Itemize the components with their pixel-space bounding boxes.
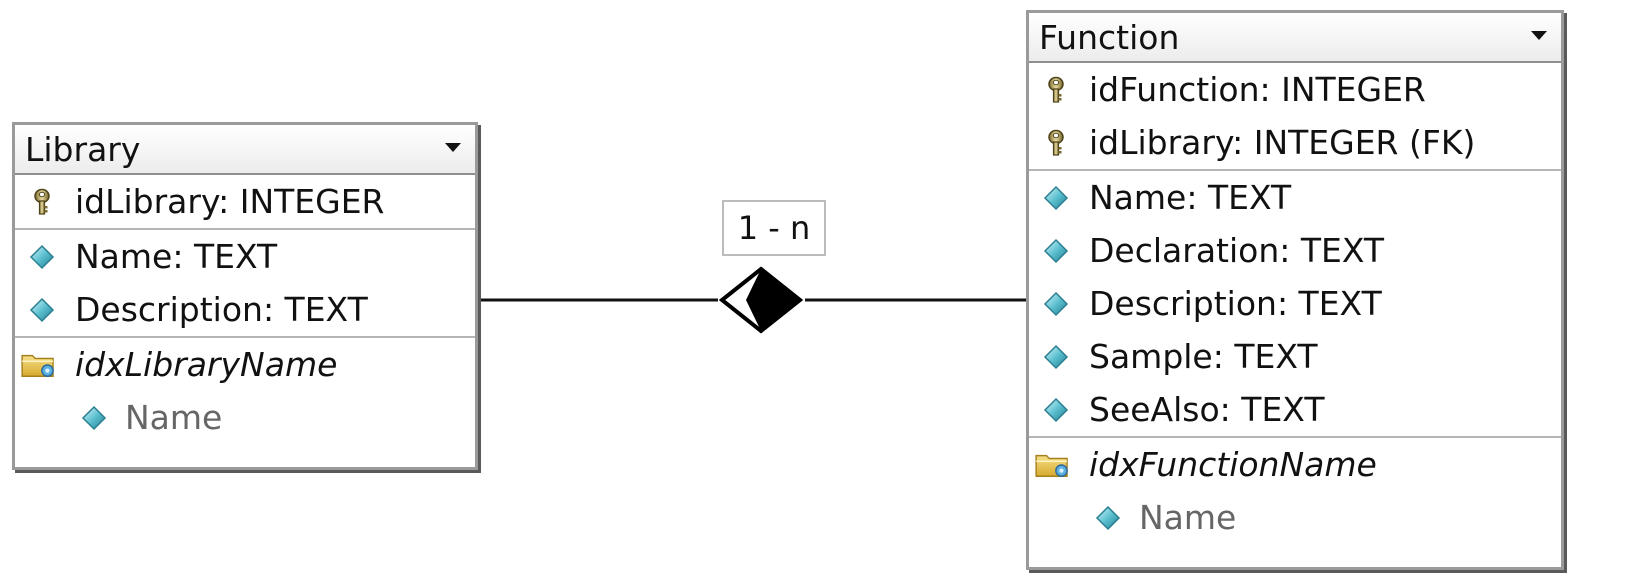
column-row-idfunction[interactable]: idFunction: INTEGER — [1029, 63, 1561, 116]
column-row-name[interactable]: Name: TEXT — [1029, 171, 1561, 224]
index-label: idxFunctionName — [1089, 445, 1377, 484]
column-label: Name: TEXT — [75, 237, 278, 276]
column-row-description[interactable]: Description: TEXT — [15, 283, 475, 336]
column-label: Declaration: TEXT — [1089, 231, 1385, 270]
column-diamond-icon — [1041, 395, 1071, 425]
column-label: idLibrary: INTEGER — [75, 182, 385, 221]
table-library-index-section: idxLibraryName Name — [15, 338, 475, 444]
column-diamond-icon — [27, 295, 57, 325]
primary-key-icon — [27, 187, 57, 217]
table-function-index-section: idxFunctionName Name — [1029, 438, 1561, 544]
primary-key-icon — [1041, 128, 1071, 158]
column-row-idlibrary-fk[interactable]: idLibrary: INTEGER (FK) — [1029, 116, 1561, 169]
column-diamond-icon — [79, 403, 109, 433]
index-column-row[interactable]: Name — [15, 391, 475, 444]
column-label: Sample: TEXT — [1089, 337, 1318, 376]
column-diamond-icon — [1093, 503, 1123, 533]
index-column-label: Name — [1139, 498, 1237, 537]
index-column-label: Name — [125, 398, 223, 437]
column-row-description[interactable]: Description: TEXT — [1029, 277, 1561, 330]
primary-key-icon — [1041, 75, 1071, 105]
table-function-columns-section: Name: TEXT Declaration: TEXT Description… — [1029, 171, 1561, 438]
column-label: idLibrary: INTEGER (FK) — [1089, 123, 1476, 162]
chevron-down-icon[interactable] — [1531, 31, 1547, 40]
index-column-row[interactable]: Name — [1029, 491, 1561, 544]
column-diamond-icon — [1041, 289, 1071, 319]
table-library-title: Library — [25, 130, 141, 169]
column-label: Description: TEXT — [75, 290, 368, 329]
index-folder-icon — [1033, 450, 1073, 480]
column-diamond-icon — [1041, 342, 1071, 372]
column-row-declaration[interactable]: Declaration: TEXT — [1029, 224, 1561, 277]
column-label: idFunction: INTEGER — [1089, 70, 1426, 109]
table-library-header[interactable]: Library — [15, 125, 475, 175]
table-library-columns-section: Name: TEXT Description: TEXT — [15, 230, 475, 338]
index-folder-icon — [19, 350, 59, 380]
column-row-sample[interactable]: Sample: TEXT — [1029, 330, 1561, 383]
column-diamond-icon — [1041, 236, 1071, 266]
table-function-title: Function — [1039, 18, 1180, 57]
column-label: SeeAlso: TEXT — [1089, 390, 1325, 429]
column-row-name[interactable]: Name: TEXT — [15, 230, 475, 283]
table-function[interactable]: Function idFunction: INTEGER idLibrary: … — [1026, 10, 1564, 570]
index-row-idxfunctionname[interactable]: idxFunctionName — [1029, 438, 1561, 491]
column-diamond-icon — [1041, 183, 1071, 213]
chevron-down-icon[interactable] — [445, 143, 461, 152]
table-library[interactable]: Library idLibrary: INTEGER Name: TEXT De… — [12, 122, 478, 470]
column-diamond-icon — [27, 242, 57, 272]
column-row-idlibrary[interactable]: idLibrary: INTEGER — [15, 175, 475, 228]
relationship-diamond — [718, 266, 804, 334]
column-row-seealso[interactable]: SeeAlso: TEXT — [1029, 383, 1561, 436]
index-label: idxLibraryName — [75, 345, 338, 384]
table-function-key-section: idFunction: INTEGER idLibrary: INTEGER (… — [1029, 63, 1561, 171]
column-label: Name: TEXT — [1089, 178, 1292, 217]
relationship-cardinality-label: 1 - n — [722, 200, 826, 256]
table-function-header[interactable]: Function — [1029, 13, 1561, 63]
index-row-idxlibraryname[interactable]: idxLibraryName — [15, 338, 475, 391]
column-label: Description: TEXT — [1089, 284, 1382, 323]
table-library-key-section: idLibrary: INTEGER — [15, 175, 475, 230]
